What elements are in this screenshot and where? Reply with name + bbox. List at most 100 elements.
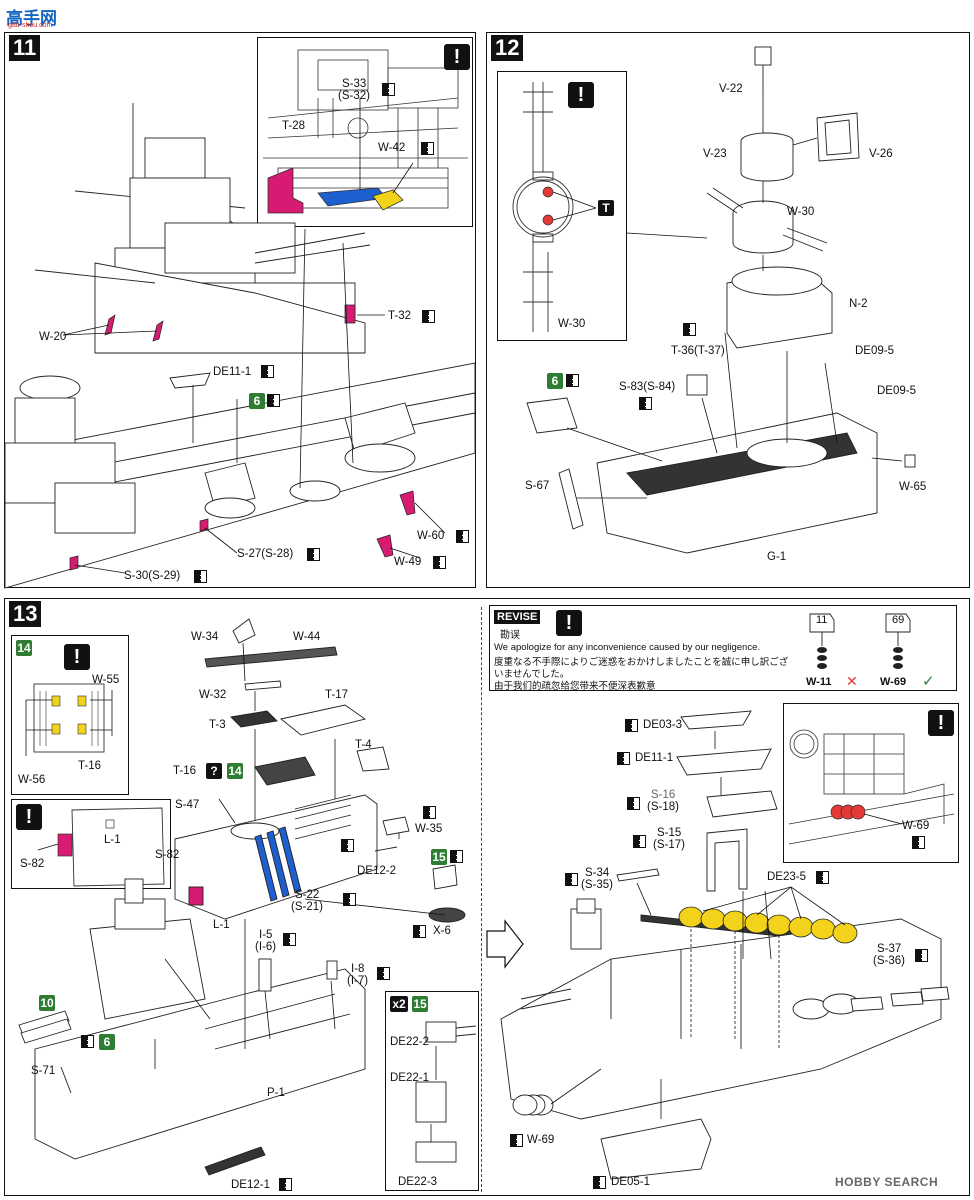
step-ref-badge-14: 14 bbox=[227, 763, 243, 779]
revise-tag-right: 69 bbox=[892, 614, 905, 626]
next-arrow-icon bbox=[486, 919, 524, 969]
label-s67: S-67 bbox=[525, 480, 550, 492]
label-w30: W-30 bbox=[787, 206, 815, 218]
step-13-panel: 13 14 ! W-55 T-16 W-56 ! bbox=[4, 598, 970, 1196]
revise-line-jp1: 度重なる不手際によりご迷惑をおかけしましたことを誠に申し訳ござ bbox=[494, 657, 789, 668]
turret-sprue-drawing bbox=[512, 82, 597, 332]
label-s47: S-47 bbox=[175, 799, 200, 811]
revise-title: REVISE bbox=[494, 610, 541, 624]
glue-icon bbox=[683, 323, 696, 336]
section-divider bbox=[481, 607, 482, 1192]
s82-drawing bbox=[37, 807, 165, 887]
label-s30: S-30(S-29) bbox=[124, 570, 181, 582]
inset-drawing bbox=[263, 49, 468, 214]
step-13-number: 13 bbox=[9, 601, 42, 627]
label-s34: S-34 bbox=[585, 867, 610, 879]
label-i8: I-8 bbox=[351, 963, 365, 975]
label-s32: (S-32) bbox=[338, 90, 370, 102]
glue-icon bbox=[377, 967, 390, 980]
label-s71: S-71 bbox=[31, 1065, 56, 1077]
label-s82-main: S-82 bbox=[155, 849, 180, 861]
caution-icon: ! bbox=[64, 644, 90, 670]
label-w35: W-35 bbox=[415, 823, 443, 835]
caution-icon: ! bbox=[928, 710, 954, 736]
step-13-assembly-drawing bbox=[500, 710, 950, 1180]
label-i6: (I-6) bbox=[255, 941, 277, 953]
label-de09-5b: DE09-5 bbox=[877, 385, 916, 397]
label-de23-5: DE23-5 bbox=[767, 871, 806, 883]
glue-icon bbox=[421, 142, 434, 155]
step-13-inset-w69: ! W-69 bbox=[783, 703, 959, 863]
caution-icon: ! bbox=[16, 804, 42, 830]
label-de22-3: DE22-3 bbox=[398, 1176, 437, 1188]
label-t4: T-4 bbox=[355, 739, 372, 751]
label-t16-ref: T-16 bbox=[173, 765, 197, 777]
label-v23: V-23 bbox=[703, 148, 727, 160]
label-s18: (S-18) bbox=[647, 801, 679, 813]
question-badge-icon: ? bbox=[206, 763, 222, 779]
glue-icon bbox=[261, 365, 274, 378]
label-de12-2: DE12-2 bbox=[357, 865, 396, 877]
glue-icon bbox=[627, 797, 640, 810]
w69-detail-drawing bbox=[788, 729, 955, 845]
glue-icon bbox=[456, 530, 469, 543]
glue-icon bbox=[283, 933, 296, 946]
glue-icon bbox=[565, 873, 578, 886]
label-t3: T-3 bbox=[209, 719, 226, 731]
glue-icon bbox=[422, 310, 435, 323]
label-w44: W-44 bbox=[293, 631, 321, 643]
step-11-number: 11 bbox=[9, 35, 41, 61]
glue-icon bbox=[915, 949, 928, 962]
label-de03-3: DE03-3 bbox=[643, 719, 682, 731]
label-s22: S-22 bbox=[295, 889, 320, 901]
step-ref-badge-14: 14 bbox=[16, 640, 32, 656]
label-w55: W-55 bbox=[92, 674, 120, 686]
label-de22-2: DE22-2 bbox=[390, 1036, 429, 1048]
label-w42: W-42 bbox=[378, 142, 406, 154]
glue-icon bbox=[593, 1176, 606, 1189]
site-logo-url: gao-shou.com bbox=[8, 22, 53, 29]
quantity-badge: x2 bbox=[390, 996, 408, 1012]
label-t17: T-17 bbox=[325, 689, 349, 701]
glue-icon bbox=[450, 850, 463, 863]
step-ref-badge-15: 15 bbox=[412, 996, 428, 1012]
label-n2: N-2 bbox=[849, 298, 868, 310]
label-w69-main: W-69 bbox=[527, 1134, 555, 1146]
label-de12-1: DE12-1 bbox=[231, 1179, 270, 1191]
revise-right-label: W-69 bbox=[880, 676, 907, 688]
label-x6: X-6 bbox=[433, 925, 451, 937]
caution-icon: ! bbox=[556, 610, 582, 636]
revise-parts-drawing bbox=[809, 613, 911, 669]
label-l1-main: L-1 bbox=[213, 919, 230, 931]
step-11-ship-drawing bbox=[4, 103, 476, 589]
revise-line-cn: 由于我们的疏忽给您带来不便深表歉意 bbox=[494, 681, 656, 692]
label-g1: G-1 bbox=[767, 551, 787, 563]
label-s35: (S-35) bbox=[581, 879, 613, 891]
caution-icon: ! bbox=[444, 44, 470, 70]
glue-icon bbox=[633, 835, 646, 848]
label-t36: T-36(T-37) bbox=[671, 345, 725, 357]
step-ref-badge-6: 6 bbox=[99, 1034, 115, 1050]
label-s27: S-27(S-28) bbox=[237, 548, 294, 560]
step-ref-badge-6: 6 bbox=[547, 373, 563, 389]
label-w34: W-34 bbox=[191, 631, 219, 643]
step-ref-badge-6: 6 bbox=[249, 393, 265, 409]
label-t32: T-32 bbox=[388, 310, 412, 322]
label-i7: (I-7) bbox=[347, 975, 369, 987]
label-s37: S-37 bbox=[877, 943, 902, 955]
label-w32: W-32 bbox=[199, 689, 227, 701]
label-w60: W-60 bbox=[417, 530, 445, 542]
glue-icon bbox=[423, 806, 436, 819]
revise-tag-wrong: 11 bbox=[816, 614, 828, 626]
label-p1: P-1 bbox=[267, 1087, 285, 1099]
glue-icon bbox=[382, 83, 395, 96]
site-logo: 高手网 gao-shou.com bbox=[6, 4, 76, 30]
step-13-inset-de22: x2 15 DE22-2 DE22-1 DE22-3 bbox=[385, 991, 479, 1191]
step-13-inset-railings: 14 ! W-55 T-16 W-56 bbox=[11, 635, 129, 795]
label-de22-1: DE22-1 bbox=[390, 1072, 429, 1084]
hollow-marker-icon: T bbox=[598, 200, 614, 216]
glue-icon bbox=[343, 893, 356, 906]
label-de09-5a: DE09-5 bbox=[855, 345, 894, 357]
glue-icon bbox=[510, 1134, 523, 1147]
step-12-detail-inset: ! T W-30 bbox=[497, 71, 627, 341]
